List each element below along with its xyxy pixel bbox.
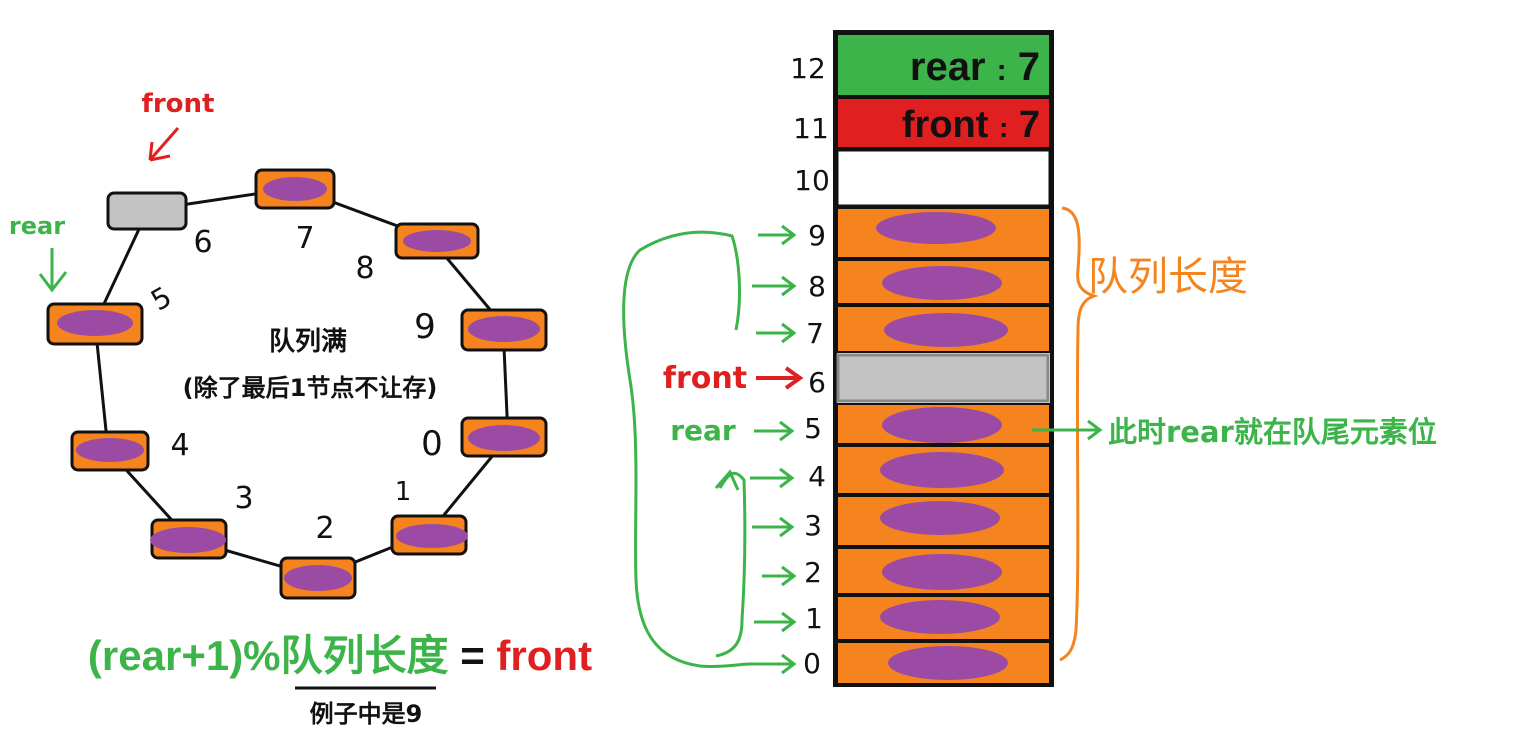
index-arrows xyxy=(622,224,797,675)
index-4: 4 xyxy=(808,460,826,493)
slot-number-2: 2 xyxy=(315,511,334,546)
slot-number-8: 8 xyxy=(355,251,374,286)
ring-node-8 xyxy=(394,222,480,260)
slot-number-3: 3 xyxy=(234,481,253,516)
stack-indices: 12 11 10 9 8 7 6 5 4 3 2 1 0 xyxy=(790,52,830,680)
top-rear-value: 7 xyxy=(1018,45,1040,89)
index-3: 3 xyxy=(804,509,822,542)
ring-node-0 xyxy=(460,416,548,458)
slot-number-6: 6 xyxy=(193,225,212,260)
ring-node-5 xyxy=(46,302,144,346)
ring-node-7 xyxy=(254,168,336,210)
formula-equals: = xyxy=(449,632,497,679)
ring-node-2 xyxy=(279,556,357,600)
circle-rear-label: rear xyxy=(9,212,65,240)
slot-number-1: 1 xyxy=(395,477,412,507)
stack-row-7 xyxy=(836,305,1051,353)
stack-row-8 xyxy=(836,259,1051,305)
formula-green-part: (rear+1)% xyxy=(88,632,281,679)
stack-row-0 xyxy=(836,641,1051,685)
stack-rear-pointer-label: rear xyxy=(670,414,736,447)
stack-row-9 xyxy=(836,207,1051,259)
stack-row-2 xyxy=(836,547,1051,595)
stack-row-12 xyxy=(836,33,1051,97)
top-rear-sep: : xyxy=(997,54,1007,87)
stack-row-1 xyxy=(836,595,1051,641)
queue-full-title: 队列满 xyxy=(269,327,347,357)
top-rear-label: rear xyxy=(910,45,986,89)
slot-number-9: 9 xyxy=(414,307,436,347)
ring-node-3 xyxy=(150,518,228,560)
index-10: 10 xyxy=(794,164,830,197)
circle-rear-arrow xyxy=(38,248,68,293)
ring-node-1 xyxy=(390,514,468,556)
stack-front-pointer-label: front xyxy=(663,361,747,396)
rear-note-arrow xyxy=(1032,419,1103,441)
circular-queue: 6 7 8 9 0 1 2 3 4 5 队列满 (除了最后1节点不让存) fro… xyxy=(9,89,548,600)
formula: (rear+1)%队列长度 = front 例子中是9 xyxy=(88,632,592,728)
svg-text:(rear+1)%队列长度 = front: (rear+1)%队列长度 = front xyxy=(88,632,592,679)
index-8: 8 xyxy=(808,270,826,303)
ring-node-6-empty xyxy=(106,191,188,231)
circle-front-arrow xyxy=(148,127,180,162)
stack-row-5 xyxy=(836,403,1051,445)
length-label: 队列长度 xyxy=(1088,254,1248,300)
slot-number-5: 5 xyxy=(145,280,177,317)
index-2: 2 xyxy=(804,556,822,589)
top-front-sep: : xyxy=(999,112,1008,143)
length-brace xyxy=(1059,206,1099,662)
top-rear-text: rear : 7 xyxy=(910,45,1040,89)
top-front-label: front xyxy=(902,104,989,146)
rear-note-text: 此时rear就在队尾元素位 xyxy=(1108,415,1437,449)
formula-length-term: 队列长度 xyxy=(281,632,449,679)
index-9: 9 xyxy=(808,219,826,252)
index-1: 1 xyxy=(805,602,823,635)
index-12: 12 xyxy=(790,52,826,85)
top-front-value: 7 xyxy=(1019,104,1040,146)
slot-number-0: 0 xyxy=(421,424,443,464)
ring-node-9 xyxy=(460,308,548,352)
slot-number-4: 4 xyxy=(170,428,189,463)
index-7: 7 xyxy=(806,317,824,350)
top-front-text: front : 7 xyxy=(902,104,1040,146)
formula-example-note: 例子中是9 xyxy=(310,700,423,728)
linear-queue: rear : 7 front : 7 xyxy=(622,30,1437,687)
index-5: 5 xyxy=(804,412,822,445)
index-0: 0 xyxy=(803,647,821,680)
stack-row-6-empty xyxy=(836,353,1050,403)
queue-full-subtitle: (除了最后1节点不让存) xyxy=(183,374,438,402)
stack-row-3 xyxy=(836,495,1051,547)
stack-row-4 xyxy=(836,445,1051,495)
index-11: 11 xyxy=(793,112,829,145)
stack-row-11 xyxy=(836,97,1051,149)
slot-number-7: 7 xyxy=(295,221,314,256)
formula-front-term: front xyxy=(496,632,592,679)
circle-front-label: front xyxy=(142,89,215,119)
index-6: 6 xyxy=(808,366,826,399)
stack-row-10 xyxy=(835,148,1052,208)
stack-front-arrow xyxy=(756,366,804,390)
ring-node-4 xyxy=(70,430,150,472)
